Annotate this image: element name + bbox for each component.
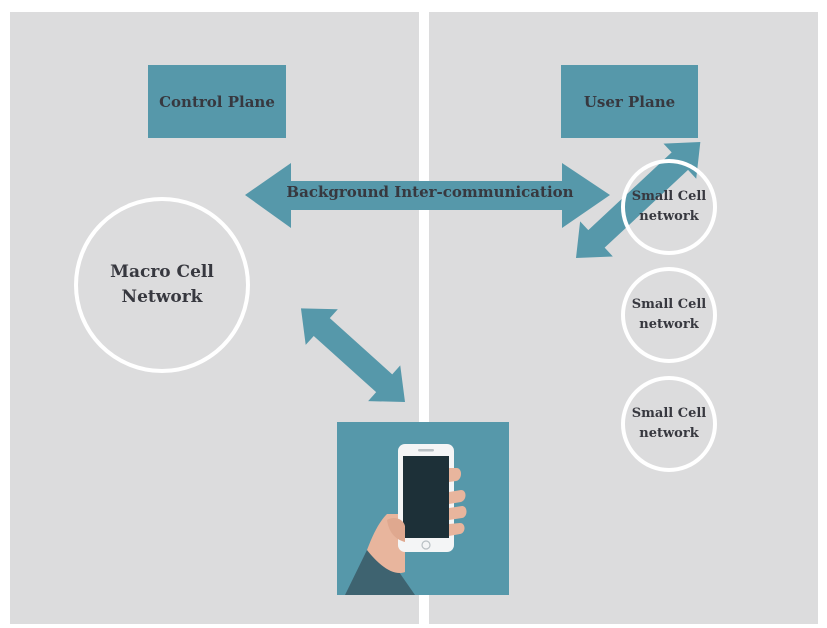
user-device-box: [337, 422, 509, 595]
small-cell-label-line1: Small Cell: [631, 189, 707, 204]
macro-cell-label-line1: Macro Cell: [110, 262, 214, 282]
user-plane-label: User Plane: [583, 92, 676, 111]
macro-cell-label-line2: Network: [121, 287, 203, 307]
small-cell-label-line2: network: [639, 426, 699, 441]
control-plane-box: Control Plane: [148, 65, 286, 138]
small-cell-network-circle: Small Cell network: [621, 267, 717, 363]
macro-cell-network-circle: Macro Cell Network: [74, 197, 250, 373]
macro-to-phone-double-arrow-icon: [300, 308, 405, 402]
control-plane-label: Control Plane: [159, 92, 275, 111]
small-cell-label-line2: network: [639, 209, 699, 224]
background-intercommunication-label: Background Inter-communication: [286, 183, 574, 201]
small-cell-label-line1: Small Cell: [631, 297, 707, 312]
small-cell-network-circle: Small Cell network: [621, 159, 717, 255]
small-cell-label-line2: network: [639, 317, 699, 332]
background-double-arrow-icon: [245, 163, 610, 228]
small-cell-label-line1: Small Cell: [631, 406, 707, 421]
small-cell-network-circle: Small Cell network: [621, 376, 717, 472]
smartphone-in-hand-icon: [345, 444, 467, 595]
user-plane-box: User Plane: [561, 65, 698, 138]
